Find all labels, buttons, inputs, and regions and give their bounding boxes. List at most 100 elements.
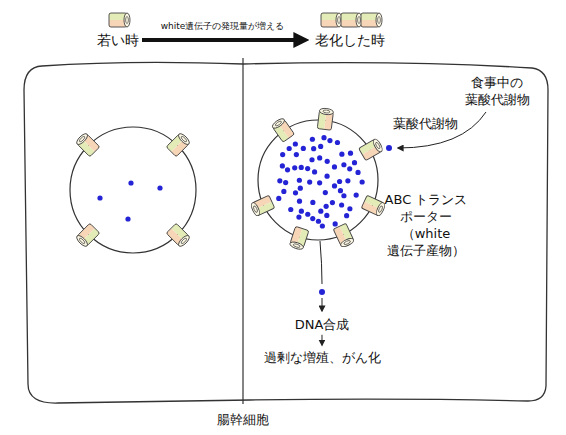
node-text: 過剰な増殖、がん化 [264,350,381,366]
node-text: 老化した時 [315,32,385,49]
folate-dot [299,209,304,214]
folate-dot [294,152,299,157]
folate-dot [287,146,292,151]
folate-dot [128,180,133,185]
folate-dot [354,192,359,197]
transporter-group [75,13,386,251]
folate-dot [293,141,298,146]
folate-dot [292,165,297,170]
cell-label: 腸幹細胞 [217,412,269,429]
folate-dot [276,196,281,201]
vesicle-young [70,127,196,253]
abc-transporter [333,223,355,248]
folate-dot [301,146,306,151]
abc-transporter [289,226,309,250]
process-label: DNA合成 [293,316,352,334]
folate-dot [307,179,312,184]
folate-dot [288,207,293,212]
folate-dot [280,152,285,157]
folate-dot [321,135,326,140]
folate-dot [337,179,342,184]
folate-dot [283,180,288,185]
folate-dot [310,137,315,142]
abc-transporter [166,132,191,157]
stage-label: 老化した時 [313,31,387,50]
folate-dot [311,146,316,151]
molecule-label: 葉酸代謝物 [393,116,458,133]
cell-outline [24,62,548,403]
folate-dot [355,170,360,175]
folate-dot [125,216,130,221]
abc-transporter [321,13,342,27]
folate-dot [325,159,330,164]
folate-dot [293,190,298,195]
folate-dot [319,289,325,295]
transporter-label: ABC トランス ポーター （white 遺伝子産物） [384,192,468,260]
folate-dot [318,144,323,149]
folate-dot [297,199,302,204]
dna-leader [322,298,323,311]
folate-dot [305,212,310,217]
folate-dot [309,157,314,162]
folate-dot [296,214,301,219]
abc-transporter [359,138,384,161]
folate-dot [320,223,325,228]
folate-dot [332,164,337,169]
folate-dot [338,188,343,193]
folate-dot [310,216,315,221]
folate-dot [297,178,302,183]
folate-dot [298,186,303,191]
folate-dot [348,151,353,156]
folate-dot [335,140,340,145]
folate-dot [324,204,329,209]
folate-dot [339,152,344,157]
abc-transporter [75,223,100,248]
folate-dot [281,189,286,194]
vesicle-old [258,120,378,240]
folate-dot [317,180,322,185]
abc-transporter [317,108,333,131]
folate-dot [347,206,352,211]
folate-dot [97,195,102,200]
abc-transporter [250,195,275,217]
folate-dot [332,183,337,188]
folate-dot [277,178,282,183]
folate-dot [341,193,346,198]
folate-dot [352,160,357,165]
folate-dot [305,166,310,171]
folate-dot [386,145,392,151]
export-leader [320,241,322,284]
folate-dot [323,190,328,195]
folate-dot [310,200,315,205]
folate-dot [333,221,338,226]
folate-dot [341,162,346,167]
connector-arrow [142,38,303,42]
folate-dot [324,213,329,218]
folate-dot [327,138,332,143]
abc-transporter [361,13,382,27]
stage-label: 若い時 [95,31,141,50]
abc-transporter [341,13,362,27]
folate-dot [299,165,304,170]
connector-arrow [321,335,322,345]
folate-dot [344,213,349,218]
outcome-label: 過剰な増殖、がん化 [262,349,383,367]
folate-dot [157,185,162,190]
folate-dot [330,200,335,205]
abc-transporter [109,13,130,27]
edge-label: white遺伝子の発現量が増える [159,20,287,33]
folate-dot [312,169,317,174]
abc-transporter [361,195,386,217]
divider-line [242,58,243,404]
dot-group [97,135,364,229]
abc-transporter [75,132,100,157]
folate-dot [347,166,352,171]
abc-transporter [166,223,191,248]
folate-dot [280,163,285,168]
folate-dot [317,155,322,160]
folate-dot [316,219,321,224]
abc-transporter [271,117,295,142]
